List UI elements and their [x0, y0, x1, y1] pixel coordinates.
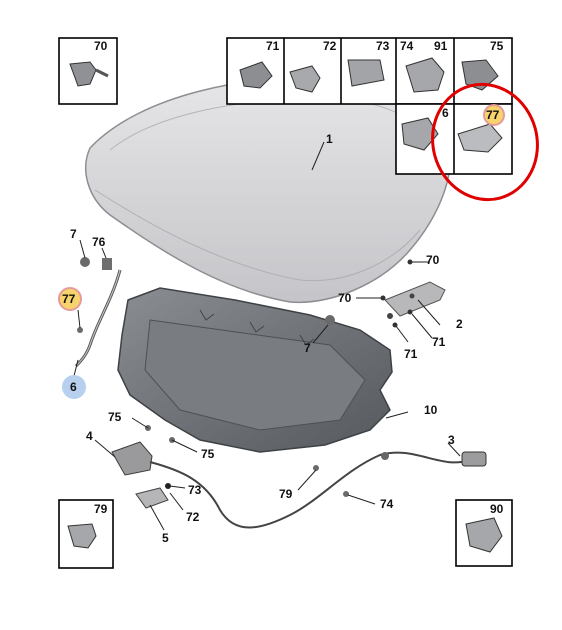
- label-hinge-70-b: 70: [338, 291, 352, 305]
- label-clip-76: 76: [92, 235, 106, 249]
- box-74-label: 74: [400, 39, 414, 53]
- highlight-circle: [431, 82, 539, 202]
- label-release-cable: 3: [448, 433, 455, 447]
- label-latch: 4: [86, 429, 93, 443]
- label-hinge-70-a: 70: [426, 253, 440, 267]
- badge-6-prop-rod: 6: [62, 375, 86, 399]
- hinge: [384, 281, 446, 319]
- box-75-label: 75: [490, 39, 504, 53]
- latch: [111, 441, 153, 476]
- svg-text:77: 77: [62, 292, 76, 306]
- svg-text:77: 77: [486, 108, 500, 122]
- label-clip-75-a: 75: [108, 410, 122, 424]
- leader-lines: [71, 141, 461, 531]
- diagram-clips: [77, 257, 413, 497]
- parts-box-90: 90: [455, 499, 513, 567]
- badge-77-box: 77: [483, 104, 505, 126]
- parts-box-70: 70: [58, 37, 118, 105]
- label-insulation-pad: 10: [424, 403, 438, 417]
- inset-6-label: 6: [442, 106, 449, 120]
- insulation-pad: [117, 287, 393, 453]
- svg-text:79: 79: [94, 502, 108, 516]
- label-hinge-71-a: 71: [404, 347, 418, 361]
- parts-grid-top: 71 72 73 74 91 75: [226, 37, 513, 175]
- label-clip-75-b: 75: [201, 447, 215, 461]
- release-handle: [135, 487, 169, 509]
- svg-text:6: 6: [70, 380, 77, 394]
- label-hinge: 2: [456, 317, 463, 331]
- box-70-label: 70: [94, 39, 108, 53]
- label-hood: 1: [326, 132, 333, 146]
- release-cable: [149, 451, 487, 529]
- prop-rod: [74, 258, 122, 368]
- box-72-label: 72: [323, 39, 337, 53]
- label-hinge-71-b: 71: [432, 335, 446, 349]
- label-clip-79: 79: [279, 487, 293, 501]
- box-71-label: 71: [266, 39, 280, 53]
- svg-text:90: 90: [490, 502, 504, 516]
- label-clip-73: 73: [188, 483, 202, 497]
- label-bump-stop-1: 7: [70, 227, 77, 241]
- label-bump-stop-2: 7: [304, 341, 311, 355]
- box-73-label: 73: [376, 39, 390, 53]
- badge-77-left: 77: [58, 287, 82, 311]
- label-handle: 5: [162, 531, 169, 545]
- label-clip-72: 72: [186, 510, 200, 524]
- parts-box-79: 79: [58, 499, 114, 569]
- label-clip-74: 74: [380, 497, 394, 511]
- box-91-label: 91: [434, 39, 448, 53]
